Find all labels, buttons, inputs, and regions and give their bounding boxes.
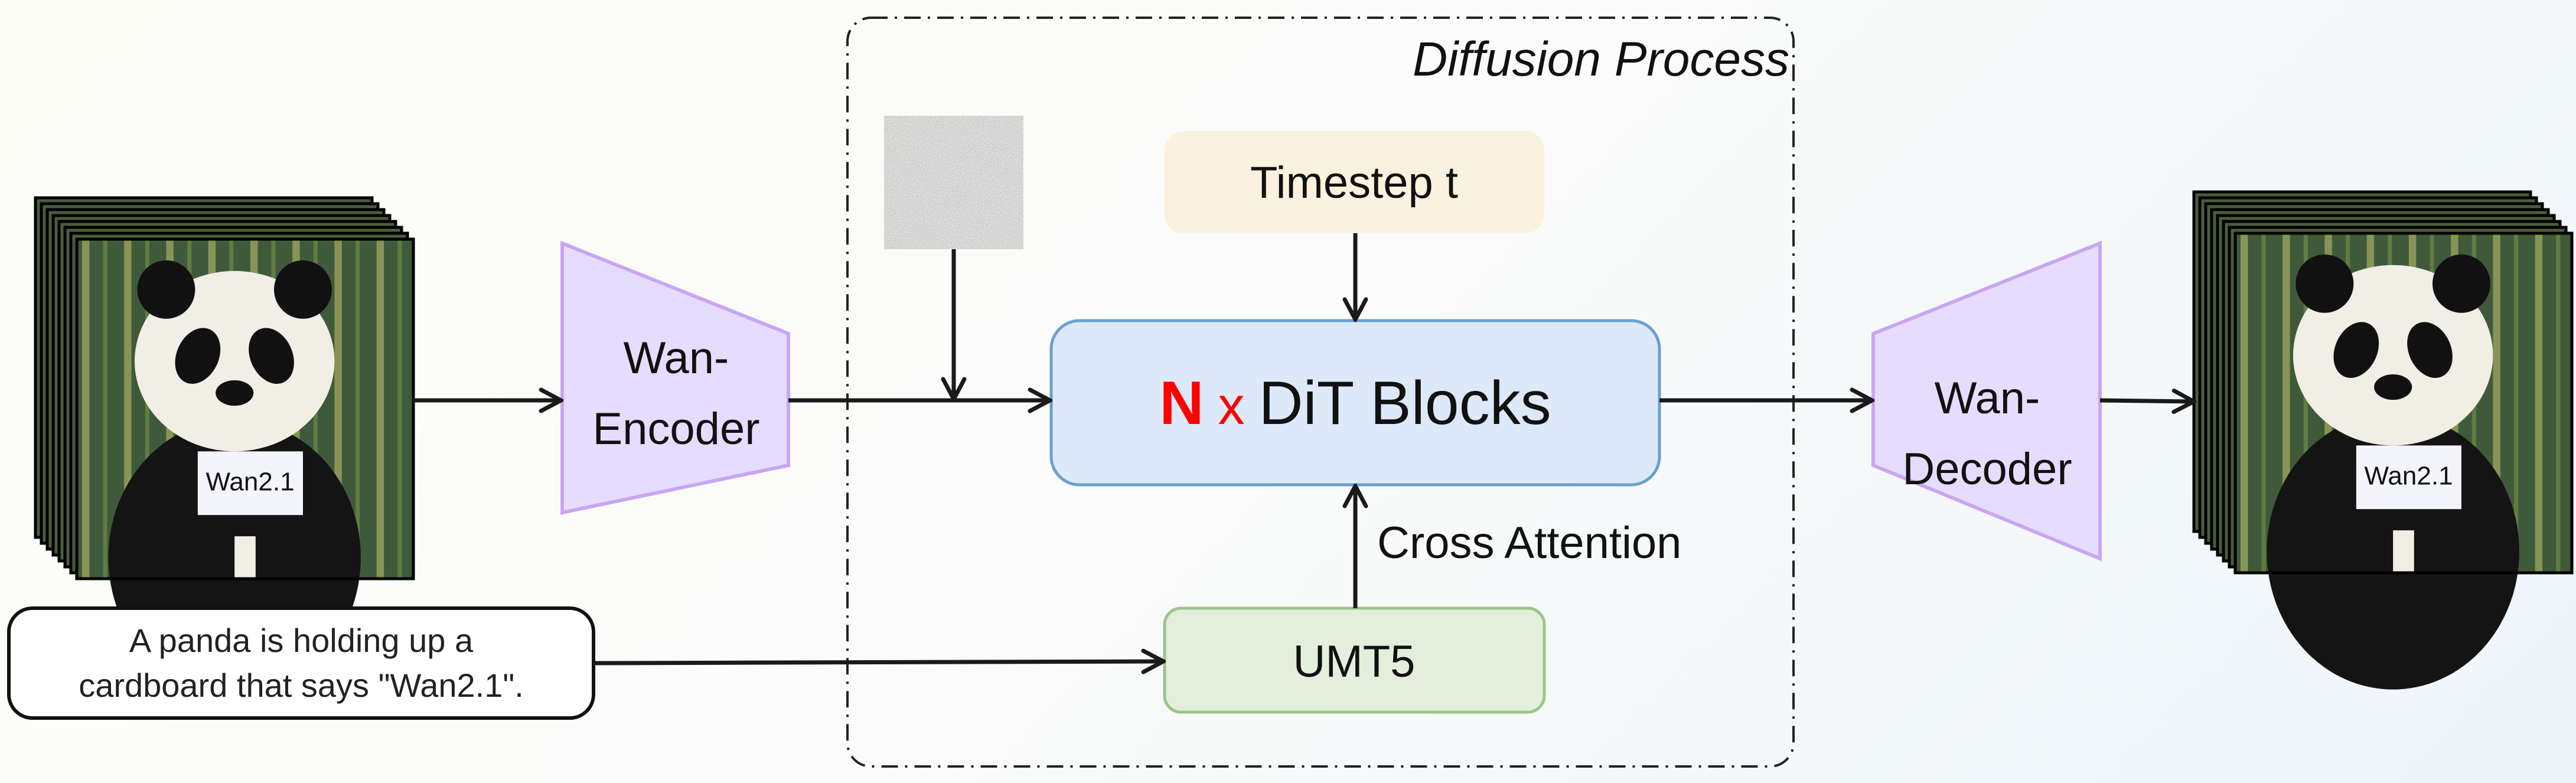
prompt-line1: A panda is holding up a	[129, 622, 474, 659]
decoder-label-line2: Decoder	[1902, 444, 2072, 494]
encoder-label-line1: Wan-	[624, 333, 729, 383]
dit-times: x	[1218, 377, 1245, 436]
wan-encoder-block	[560, 240, 790, 515]
output-video-frames: Wan2.1	[2192, 190, 2574, 690]
diffusion-process-region	[846, 17, 1795, 768]
video-frame: Wan2.1	[2233, 231, 2574, 690]
noise-latent-image	[884, 116, 1023, 249]
frame-sign-text: Wan2.1	[206, 468, 295, 497]
arrow-decoder-to-frames	[2099, 400, 2194, 402]
wan-decoder-block	[1871, 240, 2102, 562]
encoder-label-line2: Encoder	[592, 404, 759, 454]
timestep-box	[1165, 131, 1544, 233]
umt5-label: UMT5	[1293, 637, 1416, 687]
input-video-frames: Wan2.1	[34, 196, 415, 696]
frame-sign-text: Wan2.1	[2365, 462, 2453, 491]
dit-label-text: DiT Blocks	[1259, 369, 1551, 438]
diffusion-process-label: Diffusion Process	[1413, 32, 1789, 86]
arrow-prompt-to-umt5	[593, 661, 1163, 663]
video-frame: Wan2.1	[75, 237, 415, 696]
prompt-line2: cardboard that says "Wan2.1".	[79, 667, 524, 704]
timestep-label: Timestep t	[1250, 158, 1458, 208]
dit-count-n: N	[1159, 369, 1204, 438]
decoder-label-line1: Wan-	[1935, 373, 2040, 423]
cross-attention-label: Cross Attention	[1377, 518, 1681, 568]
